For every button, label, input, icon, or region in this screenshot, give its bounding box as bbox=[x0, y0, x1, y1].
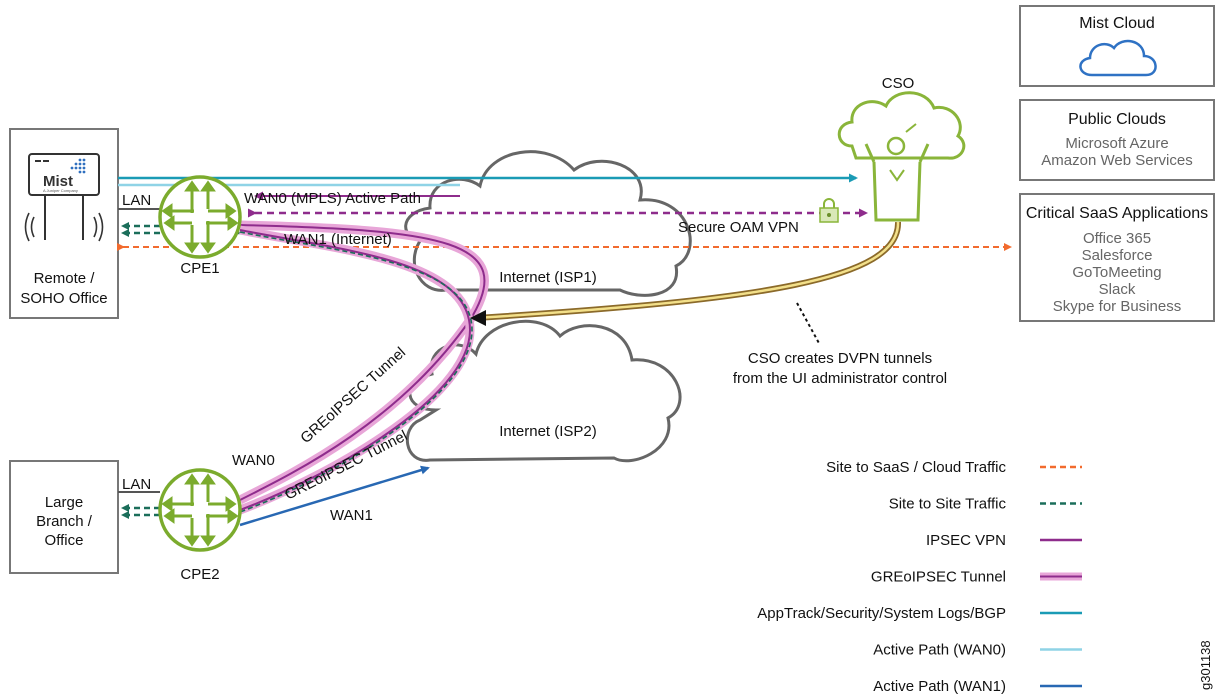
legend-label: Site to SaaS / Cloud Traffic bbox=[826, 459, 1006, 476]
saas-box bbox=[1019, 193, 1215, 322]
legend-label: AppTrack/Security/System Logs/BGP bbox=[757, 605, 1006, 622]
cso-label: CSO bbox=[882, 75, 915, 92]
tunnel-b-core bbox=[239, 229, 472, 511]
active-path-wan1-line bbox=[239, 465, 430, 527]
cloud-isp2: Internet (ISP2) bbox=[405, 319, 682, 463]
saas-title: Critical SaaS Applications bbox=[1026, 205, 1208, 222]
legend-label: Site to Site Traffic bbox=[889, 496, 1007, 513]
cloud-icon bbox=[1079, 39, 1157, 77]
annotation-line-2: from the UI administrator control bbox=[733, 370, 947, 387]
mist-access-point: Mist A Juniper Company bbox=[24, 153, 104, 242]
annotation-leader bbox=[796, 302, 821, 346]
dvpn-control-inner bbox=[475, 221, 900, 320]
saas-item: Skype for Business bbox=[1053, 298, 1181, 315]
tunnel-b bbox=[238, 225, 475, 515]
legend-label: Active Path (WAN0) bbox=[873, 642, 1006, 659]
cpe1-router-icon bbox=[158, 175, 242, 259]
secure-oam-vpn-label: Secure OAM VPN bbox=[678, 219, 799, 236]
legend-label: GREoIPSEC Tunnel bbox=[871, 569, 1006, 586]
branch-site-label-2: Branch / bbox=[36, 513, 93, 530]
remote-site: Mist A Juniper Company Remote / SOHO Off… bbox=[9, 128, 119, 319]
mist-cloud-panel: Mist Cloud bbox=[1019, 5, 1215, 87]
wan1-internet-label: WAN1 (Internet) bbox=[284, 231, 392, 248]
cloud-isp2-label: Internet (ISP2) bbox=[499, 423, 597, 440]
public-clouds-box bbox=[1019, 99, 1215, 181]
wan1-label: WAN1 bbox=[330, 507, 373, 524]
branch-site: Large Branch / Office bbox=[9, 460, 119, 574]
cpe2-router-icon bbox=[158, 468, 242, 552]
cso-icon bbox=[837, 91, 966, 222]
legend-label: IPSEC VPN bbox=[926, 532, 1006, 549]
saas-item: GoToMeeting bbox=[1072, 264, 1161, 281]
public-cloud-item: Microsoft Azure bbox=[1065, 135, 1168, 152]
cpe1-label: CPE1 bbox=[180, 260, 219, 277]
saas-panel: Critical SaaS Applications Office 365 Sa… bbox=[1019, 193, 1215, 322]
saas-item: Salesforce bbox=[1082, 247, 1153, 264]
saas-item: Slack bbox=[1099, 281, 1136, 298]
mist-cloud-title: Mist Cloud bbox=[1079, 15, 1155, 32]
legend-label: Active Path (WAN1) bbox=[873, 678, 1006, 695]
mist-dots-icon bbox=[70, 158, 86, 174]
lock-icon bbox=[819, 198, 839, 223]
public-clouds-panel: Public Clouds Microsoft Azure Amazon Web… bbox=[1019, 99, 1215, 181]
remote-site-label-2: SOHO Office bbox=[20, 290, 107, 307]
branch-site-label-1: Large bbox=[45, 494, 83, 511]
cpe2-label: CPE2 bbox=[180, 566, 219, 583]
annotation-line-1: CSO creates DVPN tunnels bbox=[748, 350, 932, 367]
public-cloud-item: Amazon Web Services bbox=[1041, 152, 1192, 169]
figure-id: g301138 bbox=[1198, 640, 1213, 690]
branch-site-box bbox=[9, 460, 119, 574]
cloud-isp1: Internet (ISP1) bbox=[404, 150, 692, 297]
public-clouds-title: Public Clouds bbox=[1068, 111, 1166, 128]
cso-dvpn-control bbox=[470, 221, 902, 346]
wan0-mpls-label: WAN0 (MPLS) Active Path bbox=[244, 190, 421, 207]
wifi-signal-icon bbox=[24, 212, 104, 242]
mist-logo-subtext: A Juniper Company bbox=[43, 188, 78, 193]
lan-label-cpe1: LAN bbox=[122, 192, 151, 209]
cloud-isp2-shape bbox=[405, 319, 682, 463]
wan0-label: WAN0 bbox=[232, 452, 275, 469]
access-point-body bbox=[28, 153, 100, 196]
lan-label-cpe2: LAN bbox=[122, 476, 151, 493]
dvpn-arrowhead bbox=[470, 310, 486, 326]
mist-logo-text: Mist bbox=[43, 173, 73, 190]
tunnel-b-site-traffic bbox=[239, 231, 473, 513]
branch-site-label-3: Office bbox=[45, 532, 84, 549]
saas-item: Office 365 bbox=[1083, 230, 1151, 247]
cloud-isp1-label: Internet (ISP1) bbox=[499, 269, 597, 286]
remote-site-label-1: Remote / bbox=[34, 270, 96, 287]
